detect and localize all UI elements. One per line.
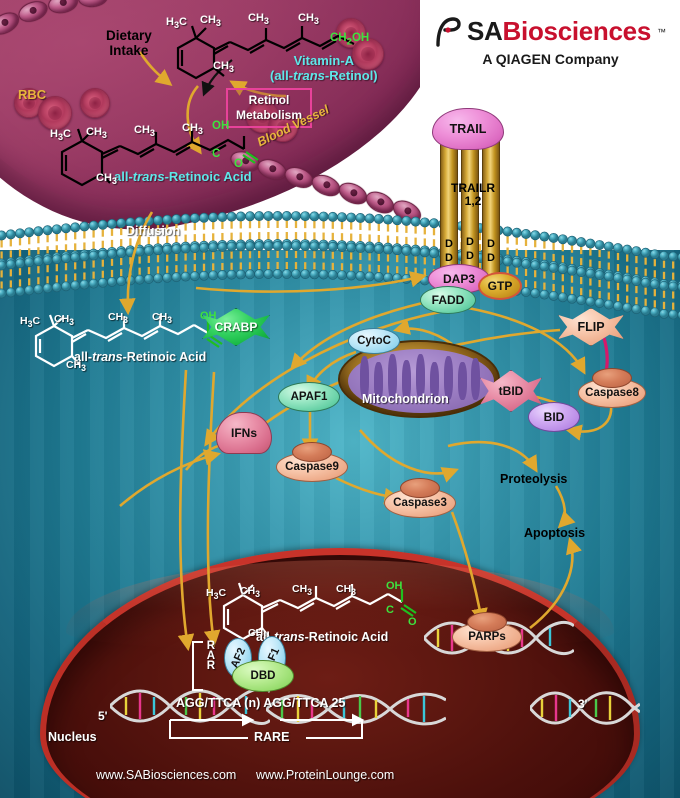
methyl-label: CH3 xyxy=(54,313,75,328)
trailr-label: TRAILR 1,2 xyxy=(451,181,495,209)
rar-label: RAR xyxy=(204,640,217,670)
trailr-receptor xyxy=(440,130,502,292)
methyl-label: CH3 xyxy=(248,627,269,642)
methyl-label: CH3 xyxy=(134,124,155,139)
methyl-label: CH3 xyxy=(200,14,221,29)
bid-protein: BID xyxy=(528,402,580,432)
methyl-label: CH3 xyxy=(336,583,357,598)
proteinlounge-url[interactable]: www.ProteinLounge.com xyxy=(256,768,395,782)
sabiosciences-logo: SA Biosciences ™ A QIAGEN Company xyxy=(435,16,666,67)
red-blood-cell xyxy=(38,96,72,130)
logo-text-biosciences: Biosciences xyxy=(502,16,652,46)
fadd-protein: FADD xyxy=(420,286,476,314)
sabiosciences-url[interactable]: www.SABiosciences.com xyxy=(96,768,237,782)
logo-subtitle: A QIAGEN Company xyxy=(482,51,619,67)
cytoc-protein: CytoC xyxy=(348,328,400,354)
methyl-label: CH3 xyxy=(182,122,203,137)
logo-trademark: ™ xyxy=(657,26,666,37)
methyl-label: H3C xyxy=(166,16,187,31)
vitamin-a-structure xyxy=(176,25,355,80)
logo-mark-icon xyxy=(436,16,461,47)
methyl-label: CH3 xyxy=(240,585,261,600)
rare-direct-repeat-arrows xyxy=(169,713,365,739)
oxygen-label: O xyxy=(234,158,243,170)
parps-cap xyxy=(467,612,507,632)
retinol-metabolism-box: Retinol Metabolism xyxy=(226,88,313,128)
hydroxyl-label: OH xyxy=(212,120,230,132)
gtp-molecule: GTP xyxy=(478,272,522,300)
vitamin-a-label: Vitamin-A (all-trans-Retinol) xyxy=(270,53,378,83)
caspase-cap xyxy=(292,442,332,462)
carbon-label: C xyxy=(386,604,394,616)
proteolysis-label: Proteolysis xyxy=(500,472,568,486)
rar-bracket xyxy=(190,640,204,692)
retinoic-acid-label-cytosol: all-trans-Retinoic Acid xyxy=(74,350,207,364)
nucleus-label: Nucleus xyxy=(48,730,97,744)
methyl-label: CH3 xyxy=(248,12,269,27)
dbd-domain: DBD xyxy=(232,660,294,692)
apaf1-protein: APAF1 xyxy=(278,382,340,412)
hydroxyl-label: OH xyxy=(386,580,403,592)
carbon-label: C xyxy=(212,148,221,160)
methyl-label: CH3 xyxy=(66,359,87,374)
red-blood-cell xyxy=(352,38,384,70)
methyl-label: CH3 xyxy=(96,172,117,187)
ifns-protein: IFNs xyxy=(216,412,272,454)
plasma-membrane xyxy=(0,211,680,320)
apoptosis-label: Apoptosis xyxy=(524,526,586,540)
rare-sequence-label: AGG/TTCA (n) AGG/TTCA 25 xyxy=(176,696,346,710)
red-blood-cell xyxy=(80,88,110,118)
methyl-label: CH3 xyxy=(108,311,129,326)
methyl-label: H3C xyxy=(20,315,41,330)
retinoic-acid-structure-cytosol xyxy=(34,314,223,368)
caspase9-protein: Caspase9 xyxy=(276,442,348,482)
diffusion-label: Diffusion xyxy=(126,224,181,238)
methyl-label: H3C xyxy=(50,128,71,143)
retinoic-acid-structure-vessel xyxy=(60,128,259,187)
oxygen-label: O xyxy=(408,616,417,628)
methyl-label: CH3 xyxy=(152,311,173,326)
methyl-label: CH3 xyxy=(213,60,234,75)
rare-label: RARE xyxy=(254,730,290,744)
caspase-cap xyxy=(400,478,440,498)
ch2oh-label: CH2OH xyxy=(330,32,370,48)
five-prime-label: 5' xyxy=(98,709,108,723)
logo-text-sa: SA xyxy=(467,16,503,46)
methyl-label: CH3 xyxy=(298,12,319,27)
caspase-cap xyxy=(592,368,632,388)
parps-protein: PARPs xyxy=(452,612,522,652)
retinoic-acid-label-nucleus: all-trans-Retinoic Acid xyxy=(256,630,389,644)
dietary-intake-label: Dietary Intake xyxy=(106,28,152,59)
retinoic-acid-label-vessel: all-trans-Retinoic Acid xyxy=(114,169,252,184)
caspase3-protein: Caspase3 xyxy=(384,478,456,518)
methyl-label: CH3 xyxy=(86,126,107,141)
dna-helix-right xyxy=(530,691,640,725)
methyl-label: H3C xyxy=(206,587,227,602)
three-prime-label: 3' xyxy=(578,697,588,711)
trail-ligand: TRAIL xyxy=(432,108,504,150)
methyl-label: CH3 xyxy=(292,583,313,598)
mitochondrion-label: Mitochondrion xyxy=(362,392,449,406)
rbc-label: RBC xyxy=(18,87,47,102)
caspase8-protein: Caspase8 xyxy=(578,368,646,408)
